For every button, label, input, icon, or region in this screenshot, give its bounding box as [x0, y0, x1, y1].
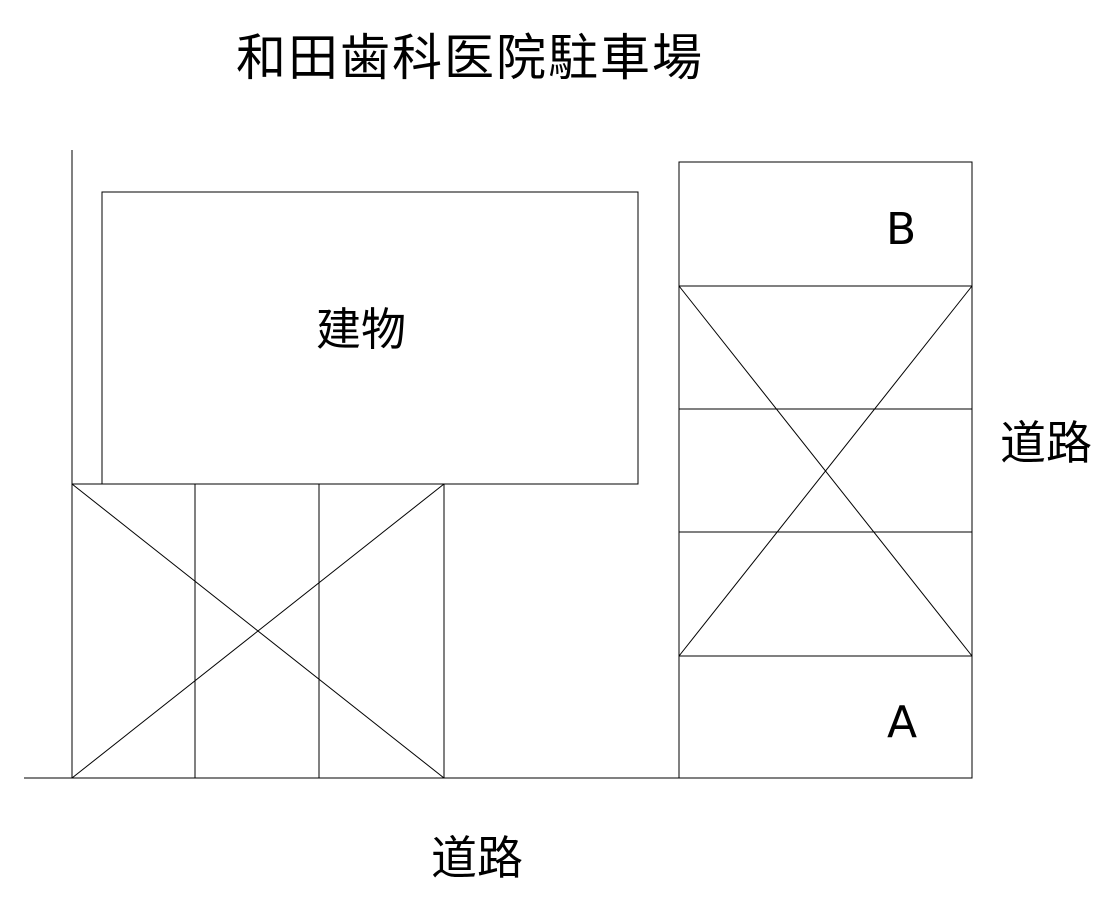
- page-title: 和田歯科医院駐車場: [236, 29, 704, 87]
- road-label-right: 道路: [1000, 416, 1092, 470]
- unavailable-cross-right-b: [678, 285, 973, 657]
- unavailable-cross-left-b: [71, 483, 445, 779]
- building-label: 建物: [316, 303, 407, 356]
- right-parking-column: [678, 161, 973, 779]
- road-label-bottom: 道路: [431, 831, 523, 885]
- unavailable-parking-block-left: [71, 483, 445, 779]
- parking-space-a-label: A: [887, 697, 918, 748]
- parking-space-b-label: B: [886, 204, 917, 255]
